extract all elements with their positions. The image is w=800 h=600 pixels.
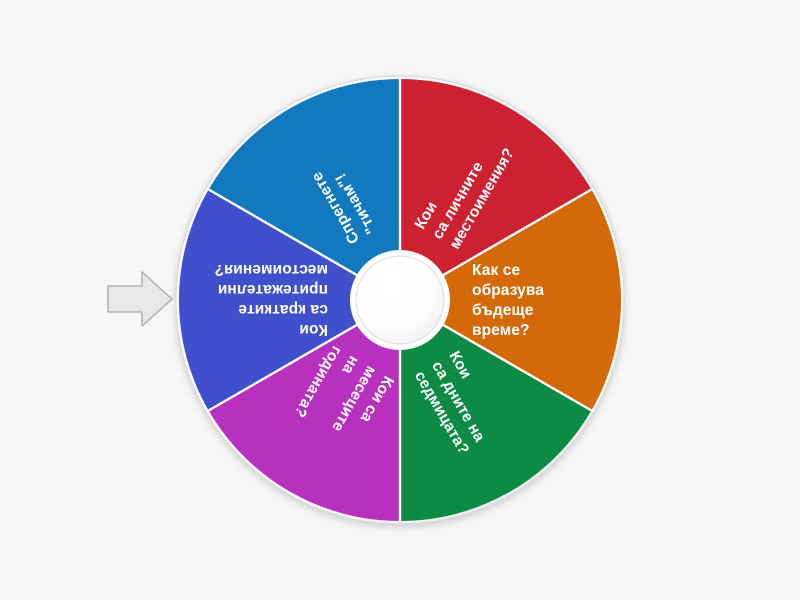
segment-orange[interactable] bbox=[400, 189, 621, 411]
segment-label-text: Как се образува бъдеще време? bbox=[472, 262, 544, 339]
segment-label-line: Кои bbox=[299, 321, 328, 338]
segment-violet-label: Кои са кратките притежателни местоимения? bbox=[214, 261, 328, 338]
segment-label-line: Как се bbox=[472, 262, 520, 279]
segment-label-line: бъдеще bbox=[472, 302, 534, 319]
spin-pointer bbox=[104, 268, 176, 330]
segment-label-line: местоимения? bbox=[214, 261, 328, 278]
wheel-hub[interactable] bbox=[355, 255, 445, 345]
segment-label-line: притежателни bbox=[218, 281, 328, 298]
segment-label-line: са кратките bbox=[238, 301, 328, 318]
wheel-segments[interactable] bbox=[179, 79, 621, 521]
segment-orange-label: Как се образува бъдеще време? bbox=[472, 262, 544, 339]
segment-cyan[interactable] bbox=[208, 79, 400, 300]
segment-label-line: на bbox=[338, 353, 362, 377]
segment-label-line: време? bbox=[472, 322, 530, 339]
segment-violet[interactable] bbox=[179, 189, 400, 411]
segment-red[interactable] bbox=[400, 79, 592, 300]
segment-label-line: образува bbox=[472, 282, 544, 299]
pointer-arrow-icon bbox=[107, 271, 173, 327]
segment-green[interactable] bbox=[400, 300, 592, 521]
segment-purple[interactable] bbox=[208, 300, 400, 521]
segment-label-text: Кои са кратките притежателни местоимения? bbox=[214, 261, 328, 338]
pointer-arrow-shape bbox=[107, 271, 173, 327]
